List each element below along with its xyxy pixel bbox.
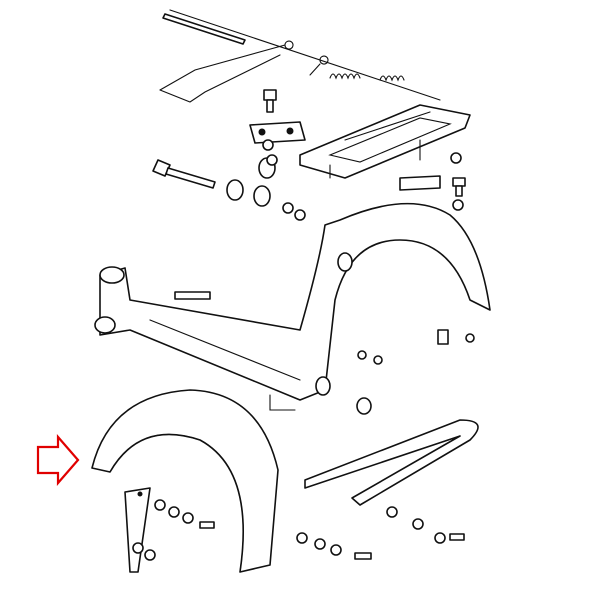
chain-guard	[304, 419, 479, 506]
spring-2	[379, 75, 405, 82]
wire-clip	[159, 40, 329, 103]
bolt	[263, 89, 277, 113]
long-bolt	[152, 159, 216, 189]
fender-stay	[124, 487, 151, 573]
spring-1	[329, 73, 361, 80]
luggage-rack	[299, 104, 471, 179]
upper-rail	[169, 9, 441, 101]
bracket-plate	[249, 121, 306, 144]
bushings	[226, 139, 466, 221]
rack-clamp	[399, 175, 441, 191]
front-fender	[91, 389, 279, 573]
fender-clip	[356, 329, 475, 415]
main-frame	[94, 202, 491, 411]
fasteners	[132, 499, 465, 561]
highlight-arrow-icon	[36, 434, 80, 486]
control-rod	[162, 13, 246, 45]
